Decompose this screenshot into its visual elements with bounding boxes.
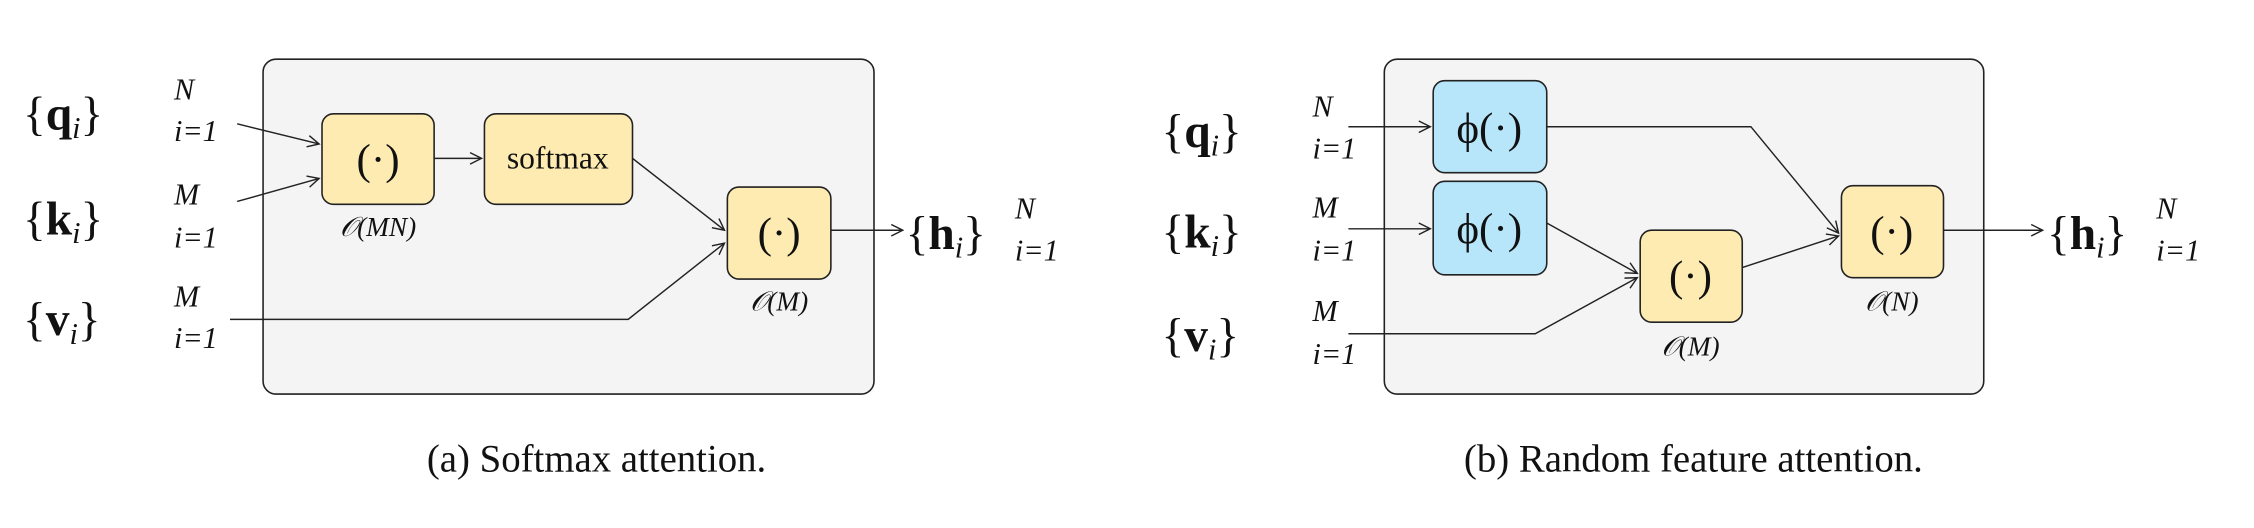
- symbol: v: [46, 294, 70, 346]
- brace: }: [81, 194, 104, 246]
- symbol: h: [928, 208, 954, 260]
- brace: }: [2105, 208, 2128, 260]
- brace: {: [1162, 310, 1185, 362]
- subscript: i=1: [1312, 131, 1356, 165]
- index: i: [72, 111, 80, 145]
- brace: {: [23, 194, 46, 246]
- symbol: q: [1184, 106, 1210, 158]
- brace: }: [1216, 310, 1239, 362]
- brace: }: [1219, 106, 1242, 158]
- superscript: M: [173, 279, 201, 313]
- box-label: ϕ(·): [1456, 106, 1522, 153]
- index: i: [1211, 229, 1219, 263]
- svg-text:{qi}: {qi}: [1162, 106, 1242, 163]
- complexity-label: 𝒪(MN): [340, 212, 416, 242]
- dot-product-box-v: (·) 𝒪(M): [726, 186, 832, 317]
- input-v: {vi} M i=1: [1162, 294, 1357, 371]
- svg-text:{hi}: {hi}: [906, 208, 986, 265]
- panel-random-feature-attention: {qi} N i=1 {ki} M i=1 {vi} M i=1 {hi} N …: [1162, 58, 2200, 481]
- input-k: {ki} M i=1: [23, 177, 218, 254]
- input-q: {qi} N i=1: [23, 72, 218, 148]
- box-label: softmax: [507, 140, 609, 175]
- subscript: i=1: [174, 220, 218, 254]
- superscript: N: [2155, 192, 2178, 226]
- box-label: (·): [1870, 209, 1913, 256]
- dot-product-box-m: (·) 𝒪(M): [1639, 229, 1744, 361]
- brace: }: [1219, 206, 1242, 258]
- arrow-q-to-dot: [237, 123, 319, 144]
- complexity-label: 𝒪(N): [1865, 287, 1919, 317]
- superscript: M: [1311, 190, 1339, 224]
- complexity-label: 𝒪(M): [750, 287, 808, 317]
- caption-b: (b) Random feature attention.: [1464, 438, 1923, 481]
- superscript: M: [173, 177, 201, 211]
- svg-text:{qi}: {qi}: [23, 89, 103, 146]
- feature-map-box-k: ϕ(·): [1432, 180, 1548, 276]
- svg-text:{vi}: {vi}: [23, 294, 101, 351]
- subscript: i=1: [1312, 233, 1356, 267]
- dot-product-box-n: (·) 𝒪(N): [1840, 184, 1945, 317]
- complexity-label: 𝒪(M): [1661, 331, 1719, 361]
- index: i: [1208, 333, 1216, 367]
- arrow-v-to-dot-m: [1348, 278, 1637, 335]
- svg-text:{ki}: {ki}: [1162, 206, 1242, 263]
- arrow-dot-m-to-dot-n: [1742, 236, 1838, 269]
- subscript: i=1: [174, 114, 218, 148]
- symbol: k: [1184, 206, 1211, 258]
- superscript: N: [1014, 192, 1037, 226]
- brace: {: [23, 294, 46, 346]
- caption-a: (a) Softmax attention.: [427, 438, 766, 481]
- index: i: [955, 231, 963, 265]
- brace: }: [963, 208, 986, 260]
- index: i: [72, 216, 80, 250]
- output-h: {hi} N i=1: [906, 192, 1059, 268]
- input-v: {vi} M i=1: [23, 279, 218, 355]
- brace: {: [2047, 208, 2070, 260]
- symbol: q: [46, 89, 72, 141]
- brace: {: [23, 89, 46, 141]
- brace: {: [906, 208, 929, 260]
- brace: {: [1162, 106, 1185, 158]
- feature-map-box-q: ϕ(·): [1432, 79, 1548, 174]
- index: i: [69, 317, 77, 351]
- panel-softmax-attention: {qi} N i=1 {ki} M i=1 {vi} M i=1 {hi} N …: [23, 58, 1059, 481]
- svg-text:{vi}: {vi}: [1162, 310, 1240, 367]
- box-label: (·): [1669, 254, 1712, 301]
- symbol: v: [1184, 310, 1208, 362]
- box-label: ϕ(·): [1456, 206, 1522, 253]
- subscript: i=1: [1312, 337, 1356, 371]
- svg-text:{ki}: {ki}: [23, 194, 103, 251]
- superscript: N: [1311, 90, 1334, 124]
- arrow-k-to-dot: [236, 178, 319, 203]
- arrow-phi-q-to-dot-n: [1546, 125, 1839, 233]
- subscript: i=1: [174, 321, 218, 355]
- box-label: (·): [357, 137, 400, 184]
- brace: }: [78, 294, 101, 346]
- input-q: {qi} N i=1: [1162, 90, 1357, 166]
- symbol: h: [2070, 208, 2096, 260]
- input-k: {ki} M i=1: [1162, 190, 1357, 267]
- subscript: i=1: [1015, 233, 1059, 267]
- svg-text:{hi}: {hi}: [2047, 208, 2127, 265]
- arrow-softmax-to-dot: [632, 157, 725, 230]
- arrow-v-to-dot: [230, 243, 725, 321]
- output-h: {hi} N i=1: [2047, 192, 2200, 268]
- symbol: k: [46, 194, 73, 246]
- superscript: N: [173, 72, 196, 106]
- index: i: [1211, 128, 1219, 162]
- box-label: (·): [758, 210, 801, 257]
- index: i: [2096, 231, 2104, 265]
- superscript: M: [1311, 294, 1339, 328]
- brace: {: [1162, 206, 1185, 258]
- arrow-phi-k-to-dot-m: [1546, 222, 1638, 273]
- brace: }: [81, 89, 104, 141]
- softmax-box: softmax: [483, 112, 634, 206]
- subscript: i=1: [2156, 233, 2200, 267]
